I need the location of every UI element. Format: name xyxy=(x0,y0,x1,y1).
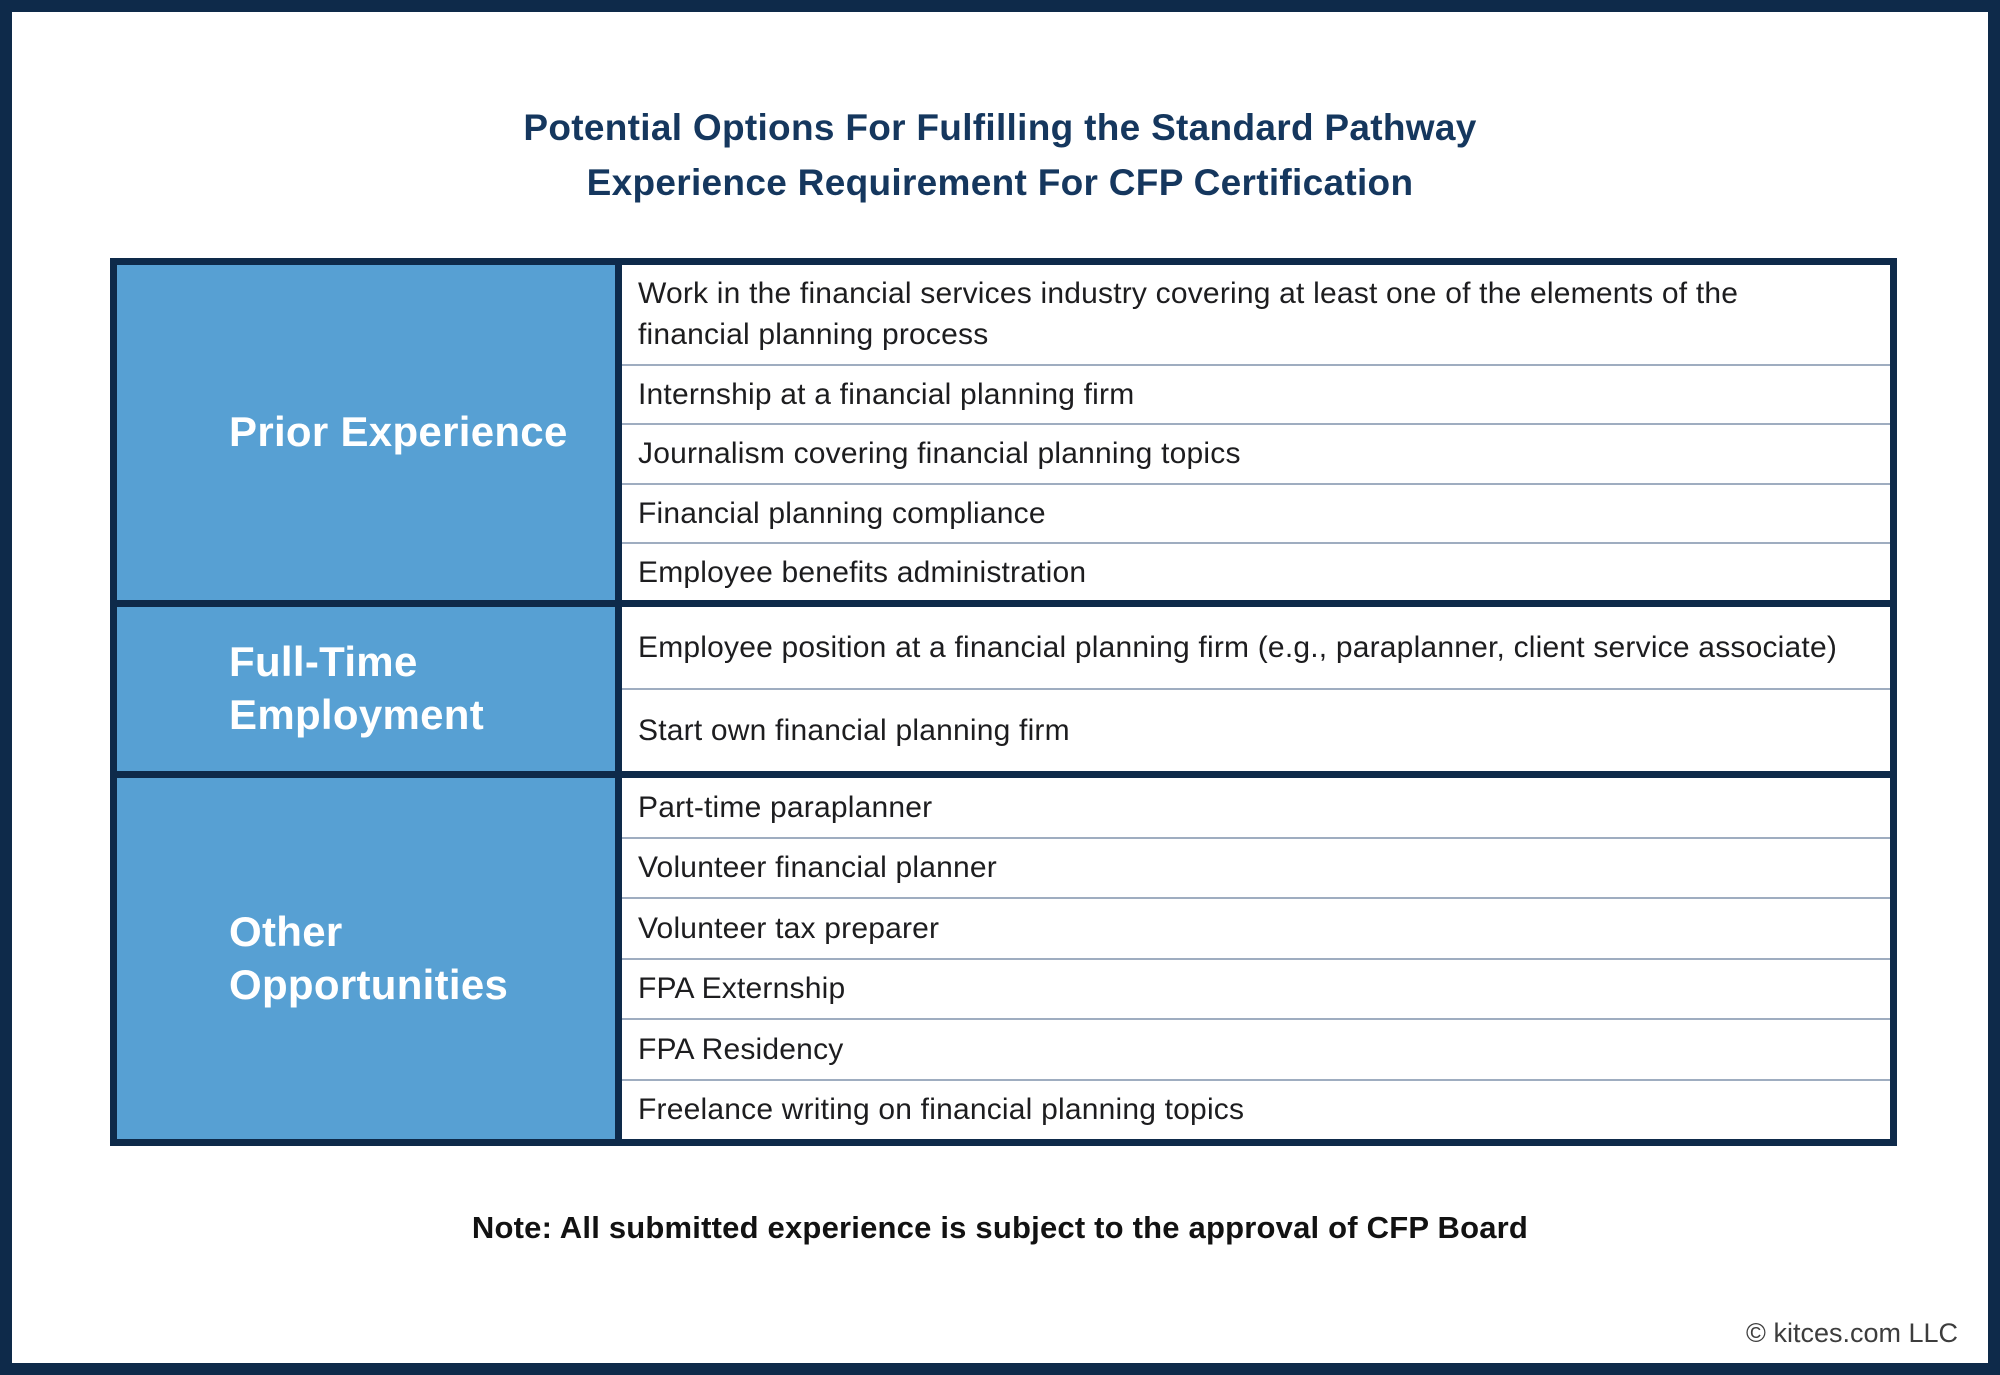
table-row: Internship at a financial planning firm xyxy=(622,363,1890,423)
table-row: FPA Residency xyxy=(622,1018,1890,1079)
page-title: Potential Options For Fulfilling the Sta… xyxy=(12,100,1988,210)
table-row-text: Employee position at a financial plannin… xyxy=(638,630,1838,664)
section-full-time-employment: Full-Time Employment Employee position at… xyxy=(117,600,1890,771)
table-row: Volunteer financial planner xyxy=(622,836,1890,898)
footer-note: Note: All submitted experience is subjec… xyxy=(471,1210,1529,1245)
table-row: Employee position at a financial plannin… xyxy=(622,607,1890,688)
section-label-cell-other-opportunities: Other Opportunities xyxy=(117,778,622,1139)
section-label-cell-prior-experience: Prior Experience xyxy=(117,265,622,600)
section-rows: Work in the financial services industry … xyxy=(622,265,1890,600)
section-prior-experience: Prior Experience Work in the financial se… xyxy=(117,265,1890,600)
table-row: Volunteer tax preparer xyxy=(622,897,1890,958)
table-row-text: Freelance writing on financial planning … xyxy=(638,1093,1245,1127)
copyright-text: © kitces.com LLC xyxy=(1746,1318,1958,1348)
table-row-text: Work in the financial services industry … xyxy=(638,277,1739,352)
section-label: Other Opportunities xyxy=(229,907,509,1008)
experience-options-table: Prior Experience Work in the financial se… xyxy=(110,258,1897,1146)
table-row: Part-time paraplanner xyxy=(622,778,1890,837)
table-row-text: FPA Residency xyxy=(638,1032,844,1066)
table-row: Start own financial planning firm xyxy=(622,688,1890,771)
section-other-opportunities: Other Opportunities Part-time paraplanner… xyxy=(117,771,1890,1139)
section-label-cell-full-time-employment: Full-Time Employment xyxy=(117,607,622,771)
table-row-text: Volunteer tax preparer xyxy=(638,911,940,945)
table-row: Financial planning compliance xyxy=(622,482,1890,542)
page-title-line-2: Experience Requirement For CFP Certifica… xyxy=(586,162,1414,203)
table-row-text: Employee benefits administration xyxy=(638,555,1087,589)
section-label: Prior Experience xyxy=(229,408,568,456)
table-row-text: Volunteer financial planner xyxy=(638,851,997,885)
table-row: FPA Externship xyxy=(622,957,1890,1019)
table-row-text: FPA Externship xyxy=(638,972,846,1006)
table-row-text: Internship at a financial planning firm xyxy=(638,377,1135,411)
table-row: Journalism covering financial planning t… xyxy=(622,423,1890,482)
table-row-text: Start own financial planning firm xyxy=(638,713,1070,747)
page-title-line-1: Potential Options For Fulfilling the Sta… xyxy=(523,107,1477,148)
table-row-text: Part-time paraplanner xyxy=(638,790,933,824)
section-label: Full-Time Employment xyxy=(229,638,485,738)
table-row: Freelance writing on financial planning … xyxy=(622,1078,1890,1140)
table-row: Employee benefits administration xyxy=(622,541,1890,601)
section-rows: Employee position at a financial plannin… xyxy=(622,607,1890,771)
table-row-text: Financial planning compliance xyxy=(638,496,1046,530)
table-row: Work in the financial services industry … xyxy=(622,265,1890,364)
table-row-text: Journalism covering financial planning t… xyxy=(638,437,1241,471)
